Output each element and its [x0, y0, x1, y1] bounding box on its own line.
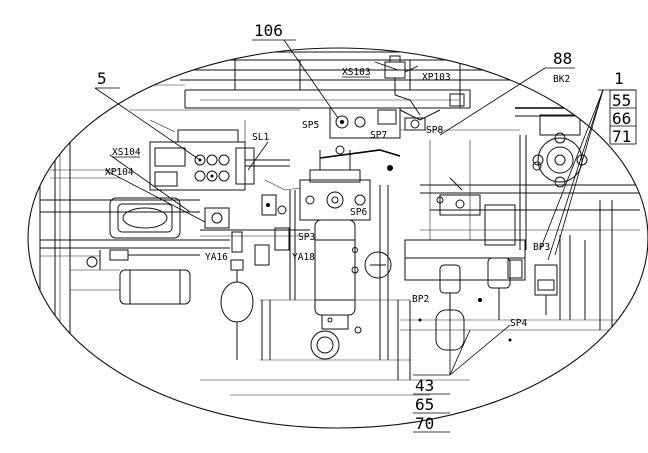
detail-oval-outline	[27, 47, 648, 429]
central-filter-assembly	[260, 150, 410, 361]
label-sp4: SP4	[510, 318, 527, 329]
callout-1: 1	[614, 69, 624, 88]
callout-stack-right: 55 66 71	[609, 89, 637, 146]
leader-lines	[94, 39, 635, 376]
callout-5: 5	[97, 69, 107, 88]
callout-stack-bottom: 43 65 70	[413, 376, 450, 433]
callout-88: 88	[553, 49, 572, 68]
label-bp3: BP3	[533, 242, 550, 253]
label-sl1: SL1	[252, 132, 269, 143]
callout-71: 71	[612, 127, 631, 146]
callout-65: 65	[415, 395, 434, 414]
misc-detail-lines	[130, 109, 520, 396]
callout-43: 43	[415, 376, 434, 395]
callout-106: 106	[254, 21, 283, 40]
label-ya18: YA18	[292, 252, 315, 263]
callout-55: 55	[612, 91, 631, 110]
label-sp8: SP8	[426, 125, 443, 136]
right-side-components	[397, 114, 640, 380]
label-sp5: SP5	[302, 120, 319, 131]
callout-66: 66	[612, 109, 631, 128]
valve-block-left	[149, 129, 290, 191]
label-xs103: XS103	[342, 67, 371, 78]
label-bp2: BP2	[412, 294, 429, 305]
detail-view-content	[28, 51, 648, 396]
label-xs104: XS104	[112, 147, 141, 158]
label-sp6: SP6	[350, 207, 367, 218]
callout-70: 70	[415, 414, 434, 433]
label-xp104: XP104	[105, 167, 134, 178]
label-xp103: XP103	[422, 72, 451, 83]
label-sp3: SP3	[298, 232, 315, 243]
left-side-structure	[28, 110, 230, 340]
label-bk2: BK2	[553, 74, 570, 85]
label-sp7: SP7	[370, 130, 387, 141]
accumulator-lower	[200, 194, 310, 360]
label-ya16: YA16	[205, 252, 228, 263]
switch-cluster-top	[319, 55, 441, 171]
